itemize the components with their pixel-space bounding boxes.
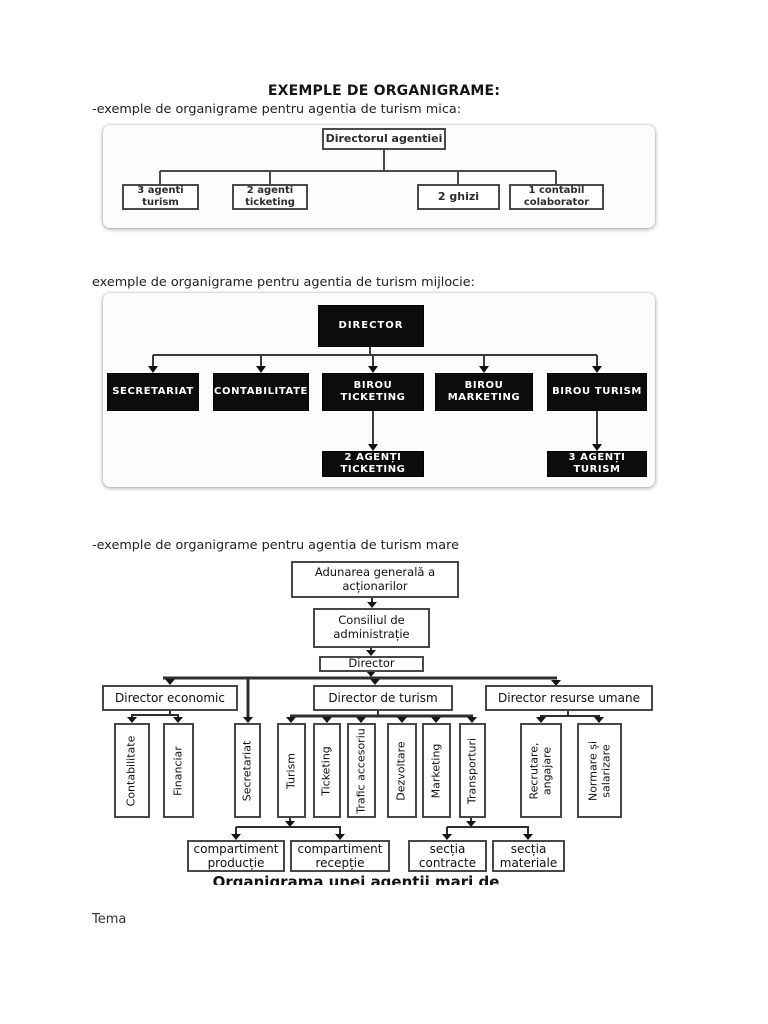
- org-large-unit-box: Financiar: [163, 723, 194, 818]
- unit-label: Trafic accesoriu: [354, 727, 368, 814]
- org-small-child-box: 1 contabil colaborator: [509, 184, 604, 210]
- org-large-unit-box: Dezvoltare: [387, 723, 417, 818]
- org-medium-root-box: DIRECTOR: [318, 305, 424, 347]
- org-large-unit-box: Normare și salarizare: [577, 723, 622, 818]
- org-large-unit-box: Recrutare, angajare: [520, 723, 562, 818]
- org-small-root-box: Directorul agentiei: [322, 128, 446, 150]
- section-heading-small: -exemple de organigrame pentru agentia d…: [92, 102, 462, 117]
- org-medium-dept-box: SECRETARIAT: [107, 373, 199, 411]
- org-medium-subunit-box: 2 AGENȚI TICKETING: [322, 451, 424, 477]
- org-large-level3-box: Director: [319, 656, 424, 672]
- unit-label: Transporturi: [465, 737, 479, 804]
- unit-label: Turism: [284, 752, 298, 789]
- chart-large-caption-clipped: Organigrama unei agentii mari de turism: [212, 875, 500, 885]
- org-large-director-box: Director de turism: [313, 685, 453, 711]
- org-medium-dept-box: BIROU TURISM: [547, 373, 647, 411]
- org-large-unit-box: Transporturi: [459, 723, 486, 818]
- org-large-unit-box: Ticketing: [313, 723, 341, 818]
- unit-label: Financiar: [171, 745, 185, 796]
- unit-label: Contabilitate: [124, 735, 138, 806]
- section-heading-medium: exemple de organigrame pentru agentia de…: [92, 275, 475, 290]
- org-medium-dept-box: BIROU MARKETING: [435, 373, 533, 411]
- org-large-subunit-box: compartiment producție: [187, 840, 285, 872]
- org-large-unit-box: Trafic accesoriu: [347, 723, 376, 818]
- org-medium-dept-box: BIROU TICKETING: [322, 373, 424, 411]
- org-large-subunit-box: compartiment recepție: [290, 840, 390, 872]
- unit-label: Dezvoltare: [394, 740, 408, 801]
- org-large-unit-box: Contabilitate: [114, 723, 150, 818]
- org-large-unit-box: Turism: [277, 723, 306, 818]
- org-large-unit-box: Secretariat: [234, 723, 261, 818]
- unit-label: Marketing: [429, 743, 443, 798]
- org-large-subunit-box: secția materiale: [492, 840, 565, 872]
- org-large-director-box: Director economic: [102, 685, 238, 711]
- unit-label: Recrutare, angajare: [527, 741, 553, 800]
- unit-label: Secretariat: [240, 740, 254, 801]
- org-medium-dept-box: CONTABILITATE: [213, 373, 309, 411]
- org-small-child-box: 3 agenti turism: [122, 184, 199, 210]
- unit-label: Ticketing: [319, 745, 333, 796]
- org-chart-small-figure: Directorul agentiei 3 agenti turism 2 ag…: [103, 125, 655, 228]
- org-large-unit-box: Marketing: [422, 723, 451, 818]
- section-heading-large: -exemple de organigrame pentru agentia d…: [92, 538, 459, 553]
- org-small-child-box: 2 agenti ticketing: [232, 184, 308, 210]
- org-small-child-box: 2 ghizi: [417, 184, 500, 210]
- org-chart-medium-figure: DIRECTOR SECRETARIAT CONTABILITATE BIROU…: [103, 293, 655, 487]
- page-title: EXEMPLE DE ORGANIGRAME:: [267, 83, 501, 99]
- org-large-director-box: Director resurse umane: [485, 685, 653, 711]
- org-large-subunit-box: secția contracte: [408, 840, 487, 872]
- footer-label: Tema: [92, 912, 127, 927]
- org-large-level2-box: Consiliul de administrație: [313, 608, 430, 648]
- unit-label: Normare și salarizare: [585, 740, 612, 801]
- org-medium-subunit-box: 3 AGENȚI TURISM: [547, 451, 647, 477]
- org-large-level1-box: Adunarea generală a acționarilor: [291, 561, 459, 598]
